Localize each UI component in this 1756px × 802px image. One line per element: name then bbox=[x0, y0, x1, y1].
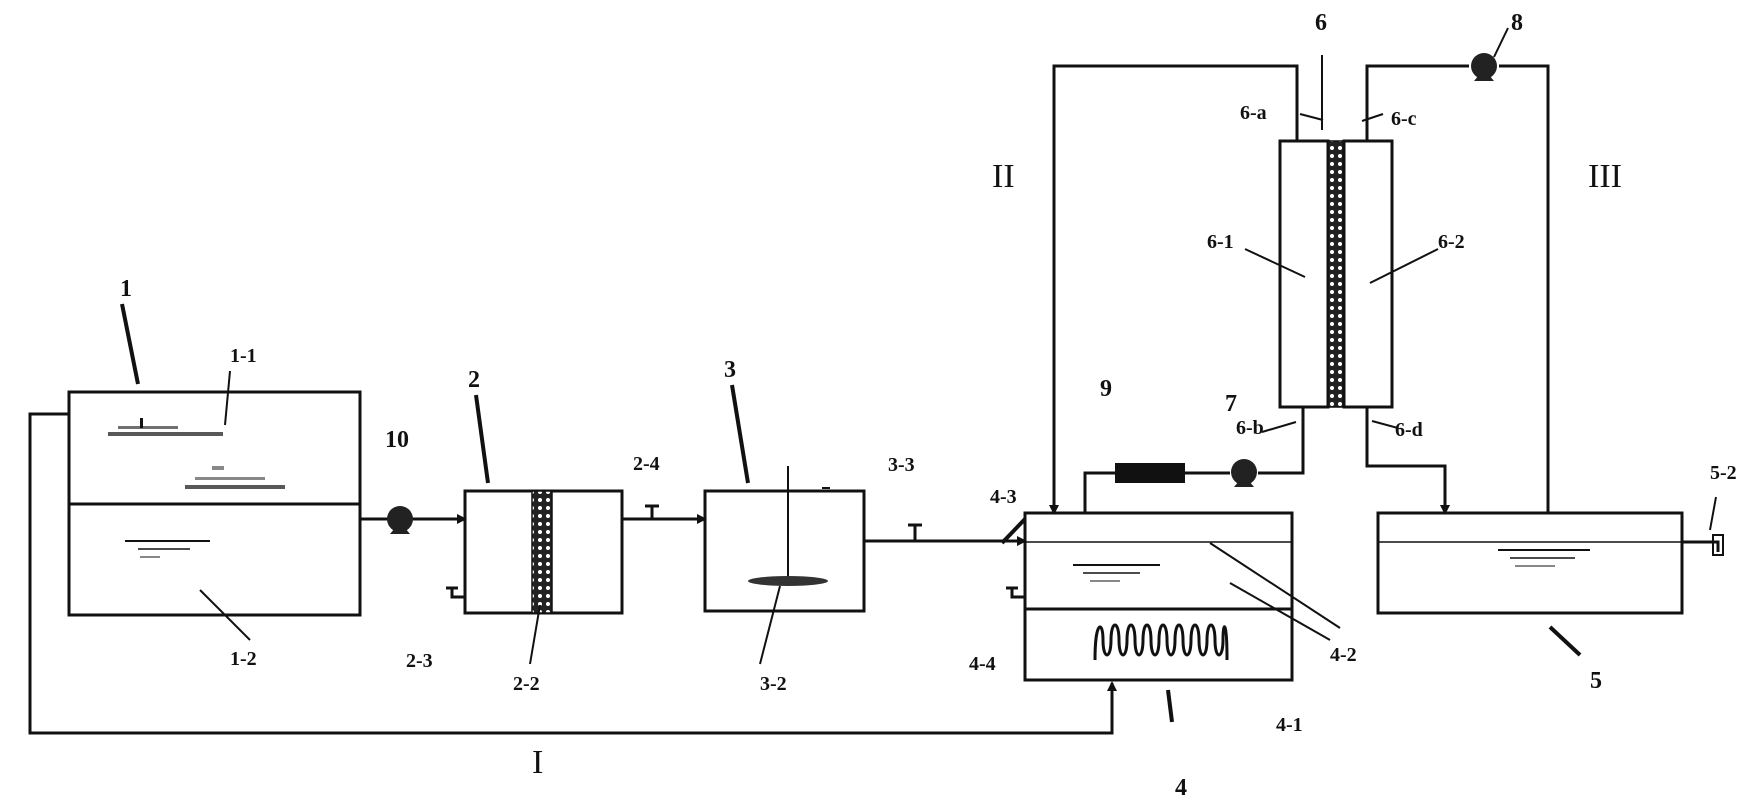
valve-2-3 bbox=[446, 586, 465, 599]
label-2-2: 2-2 bbox=[513, 673, 540, 695]
label-6-d: 6-d bbox=[1395, 419, 1423, 441]
label-5: 5 bbox=[1590, 668, 1602, 694]
label-6-b: 6-b bbox=[1236, 417, 1264, 439]
label-5-2: 5-2 bbox=[1710, 462, 1737, 484]
label-1-1: 1-1 bbox=[230, 345, 257, 367]
particles-1 bbox=[108, 418, 285, 489]
pipelines bbox=[28, 64, 1550, 735]
label-4-2: 4-2 bbox=[1330, 644, 1357, 666]
label-2-3: 2-3 bbox=[406, 650, 433, 672]
leader-lines bbox=[120, 303, 1582, 723]
label-10: 10 bbox=[385, 427, 409, 453]
valve-2-4 bbox=[645, 504, 659, 519]
pump-8-icon bbox=[1471, 53, 1497, 81]
label-2-4: 2-4 bbox=[633, 453, 660, 475]
valve-3-3 bbox=[908, 523, 922, 541]
labels: 1 1-1 1-2 10 2 2-3 2-2 2-4 3 3-2 3-3 4-3… bbox=[120, 10, 1737, 801]
thin-leaders bbox=[199, 27, 1717, 665]
valves bbox=[446, 504, 1025, 599]
pump-10-icon bbox=[387, 506, 413, 534]
label-1-2: 1-2 bbox=[230, 648, 257, 670]
label-6-2: 6-2 bbox=[1438, 231, 1465, 253]
label-8: 8 bbox=[1511, 10, 1523, 36]
loop-I-label: I bbox=[532, 744, 543, 781]
label-4: 4 bbox=[1175, 775, 1187, 801]
tank-1 bbox=[67, 390, 362, 617]
label-6-c: 6-c bbox=[1391, 108, 1417, 130]
label-4-4: 4-4 bbox=[969, 653, 996, 675]
label-9: 9 bbox=[1100, 376, 1112, 402]
label-6-a: 6-a bbox=[1240, 102, 1267, 124]
valve-4-4 bbox=[1006, 586, 1025, 599]
pump-7-icon bbox=[1231, 459, 1257, 487]
cell-6 bbox=[1278, 139, 1394, 409]
label-6: 6 bbox=[1315, 10, 1327, 36]
label-3-3: 3-3 bbox=[888, 454, 915, 476]
stirrer-blade bbox=[748, 576, 828, 586]
unit-3 bbox=[703, 466, 866, 613]
component-9 bbox=[1115, 463, 1185, 483]
label-7: 7 bbox=[1225, 391, 1237, 417]
label-2: 2 bbox=[468, 367, 480, 393]
tank-5 bbox=[1376, 511, 1724, 615]
label-3: 3 bbox=[724, 357, 736, 383]
unit-2 bbox=[463, 489, 624, 615]
outlet-pipe bbox=[1682, 540, 1720, 552]
heating-coil bbox=[1093, 623, 1229, 661]
label-4-1: 4-1 bbox=[1276, 714, 1303, 736]
media-column bbox=[531, 490, 553, 614]
loop-II-label: II bbox=[992, 158, 1015, 195]
membrane bbox=[1327, 140, 1345, 408]
label-6-1: 6-1 bbox=[1207, 231, 1234, 253]
loop-III-label: III bbox=[1588, 158, 1622, 195]
label-4-3: 4-3 bbox=[990, 486, 1017, 508]
label-3-2: 3-2 bbox=[760, 673, 787, 695]
label-1: 1 bbox=[120, 276, 132, 302]
